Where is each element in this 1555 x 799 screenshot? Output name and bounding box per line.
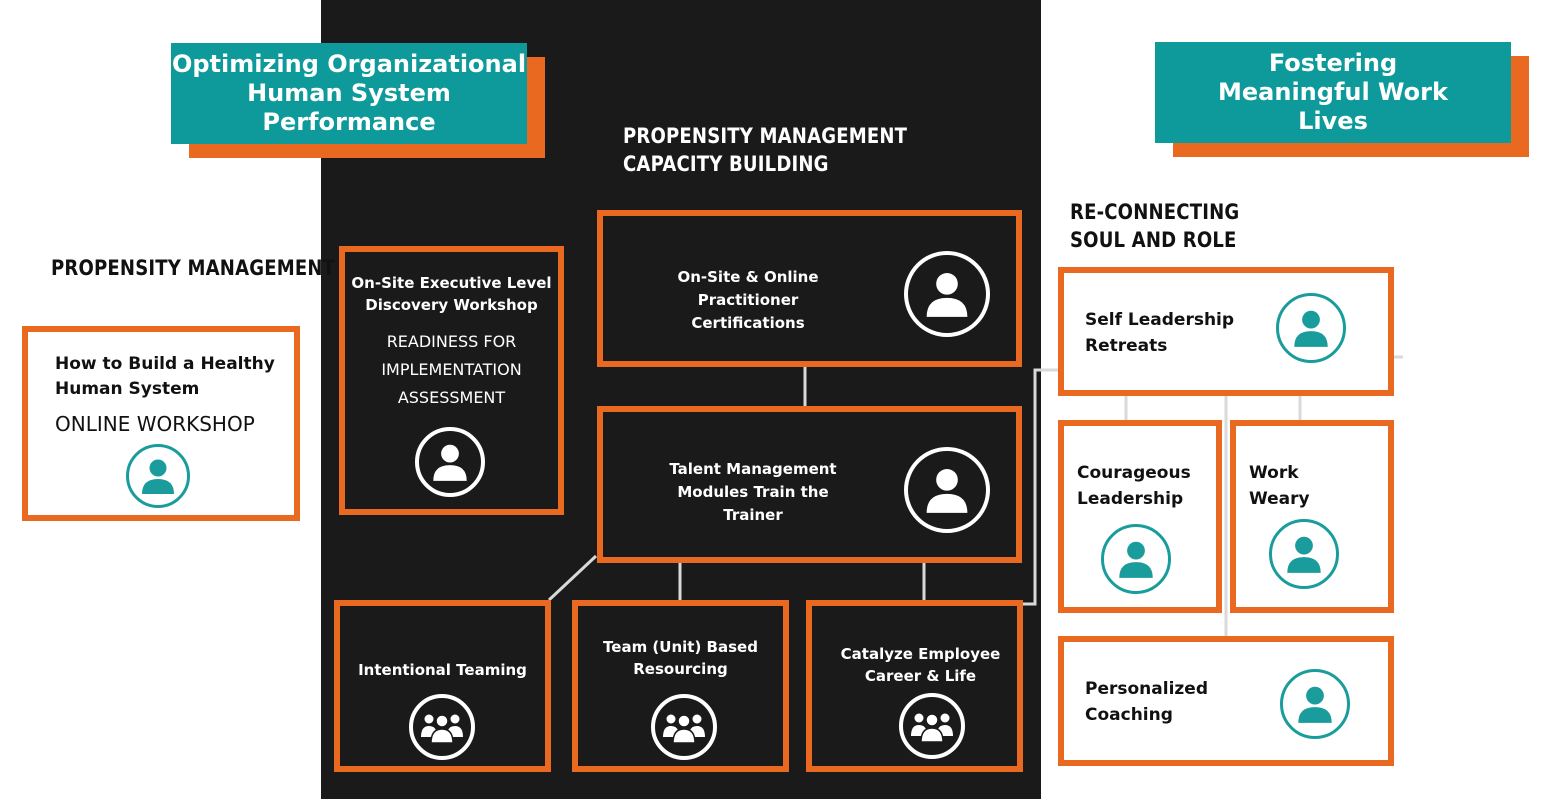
catalyze-employee-text: Catalyze Employee Career & Life <box>812 643 1029 687</box>
box-team-resourcing: Team (Unit) Based Resourcing <box>572 600 789 772</box>
team-resourcing-line-1: Team (Unit) Based <box>603 638 758 656</box>
connector-talent-teaming <box>547 554 598 602</box>
certifications-line-1: On-Site & Online <box>677 268 819 286</box>
personalized-coaching-text: Personalized Coaching <box>1085 676 1208 728</box>
left-banner-text: Optimizing Organizational Human System P… <box>171 50 527 136</box>
person-icon-glyph <box>433 444 467 481</box>
heading-capacity-building-line-2: CAPACITY BUILDING <box>623 152 829 176</box>
executive-workshop-sub-line-3: ASSESSMENT <box>397 388 506 407</box>
executive-workshop-subtitle: READINESS FOR IMPLEMENTATION ASSESSMENT <box>345 328 558 412</box>
executive-workshop-sub-line-1: READINESS FOR <box>386 332 517 351</box>
group-icon <box>651 694 717 760</box>
healthy-system-title-line-2: Human System <box>55 379 200 399</box>
person-icon-glyph <box>1294 310 1328 347</box>
executive-workshop-title: On-Site Executive Level Discovery Worksh… <box>345 272 558 316</box>
self-leadership-text: Self Leadership Retreats <box>1085 307 1234 359</box>
person-icon-glyph <box>142 459 174 494</box>
person-icon <box>1269 519 1339 589</box>
certifications-text: On-Site & Online Practitioner Certificat… <box>643 266 853 335</box>
person-icon <box>904 447 990 533</box>
group-icon <box>899 693 965 759</box>
box-personalized-coaching: Personalized Coaching <box>1058 636 1394 766</box>
talent-management-line-3: Trainer <box>723 506 783 524</box>
work-weary-line-1: Work <box>1249 463 1299 483</box>
person-icon <box>904 251 990 337</box>
healthy-system-title: How to Build a Healthy Human System <box>55 352 275 402</box>
talent-management-line-2: Modules Train the <box>677 483 829 501</box>
talent-management-text: Talent Management Modules Train the Trai… <box>643 458 863 527</box>
team-resourcing-text: Team (Unit) Based Resourcing <box>578 636 783 680</box>
group-icon-glyph <box>421 714 463 744</box>
healthy-system-title-line-1: How to Build a Healthy <box>55 354 275 374</box>
work-weary-text: Work Weary <box>1249 460 1310 512</box>
executive-workshop-title-line-2: Discovery Workshop <box>365 296 538 314</box>
person-icon <box>415 427 485 497</box>
personalized-coaching-line-2: Coaching <box>1085 705 1173 725</box>
talent-management-line-1: Talent Management <box>669 460 837 478</box>
person-icon <box>1101 524 1171 594</box>
courageous-leadership-line-2: Leadership <box>1077 489 1184 509</box>
right-banner: Fostering Meaningful Work Lives <box>1155 42 1511 143</box>
work-weary-line-2: Weary <box>1249 489 1310 509</box>
box-healthy-human-system: How to Build a Healthy Human System ONLI… <box>22 326 300 521</box>
person-icon-glyph <box>926 273 968 317</box>
box-executive-workshop: On-Site Executive Level Discovery Worksh… <box>339 246 564 515</box>
team-resourcing-line-2: Resourcing <box>633 660 728 678</box>
intentional-teaming-text: Intentional Teaming <box>358 661 527 679</box>
person-icon <box>126 444 190 508</box>
person-icon-glyph <box>1119 541 1153 578</box>
box-courageous-leadership: Courageous Leadership <box>1058 420 1222 613</box>
box-talent-management: Talent Management Modules Train the Trai… <box>597 406 1022 563</box>
group-icon-glyph <box>911 713 953 743</box>
person-icon-glyph <box>1287 536 1321 573</box>
box-catalyze-employee: Catalyze Employee Career & Life <box>806 600 1023 772</box>
heading-capacity-building-line-1: PROPENSITY MANAGEMENT <box>623 124 908 148</box>
courageous-leadership-text: Courageous Leadership <box>1077 460 1191 512</box>
left-banner: Optimizing Organizational Human System P… <box>171 43 527 144</box>
box-intentional-teaming: Intentional Teaming <box>334 600 551 772</box>
person-icon-glyph <box>1298 686 1332 723</box>
self-leadership-line-2: Retreats <box>1085 336 1168 356</box>
group-icon-glyph <box>663 714 705 744</box>
heading-reconnecting-line-2: SOUL AND ROLE <box>1070 228 1237 252</box>
connector-catalyze-retreats <box>1022 368 1058 606</box>
personalized-coaching-line-1: Personalized <box>1085 679 1208 699</box>
person-icon <box>1276 293 1346 363</box>
box-work-weary: Work Weary <box>1230 420 1394 613</box>
person-icon <box>1280 669 1350 739</box>
right-banner-text: Fostering Meaningful Work Lives <box>1218 49 1448 135</box>
certifications-line-3: Certifications <box>691 314 805 332</box>
heading-reconnecting-line-1: RE-CONNECTING <box>1070 200 1240 224</box>
heading-propensity-management: PROPENSITY MANAGEMENT <box>51 256 336 280</box>
group-icon <box>409 694 475 760</box>
box-certifications: On-Site & Online Practitioner Certificat… <box>597 210 1022 367</box>
executive-workshop-title-line-1: On-Site Executive Level <box>351 274 552 292</box>
self-leadership-line-1: Self Leadership <box>1085 310 1235 330</box>
certifications-line-2: Practitioner <box>697 291 799 309</box>
box-self-leadership: Self Leadership Retreats <box>1058 267 1394 396</box>
catalyze-employee-line-2: Career & Life <box>864 667 977 685</box>
healthy-system-subtitle: ONLINE WORKSHOP <box>55 412 255 436</box>
courageous-leadership-line-1: Courageous <box>1077 463 1191 483</box>
catalyze-employee-line-1: Catalyze Employee <box>840 645 1001 663</box>
person-icon-glyph <box>926 469 968 513</box>
executive-workshop-sub-line-2: IMPLEMENTATION <box>381 360 522 379</box>
